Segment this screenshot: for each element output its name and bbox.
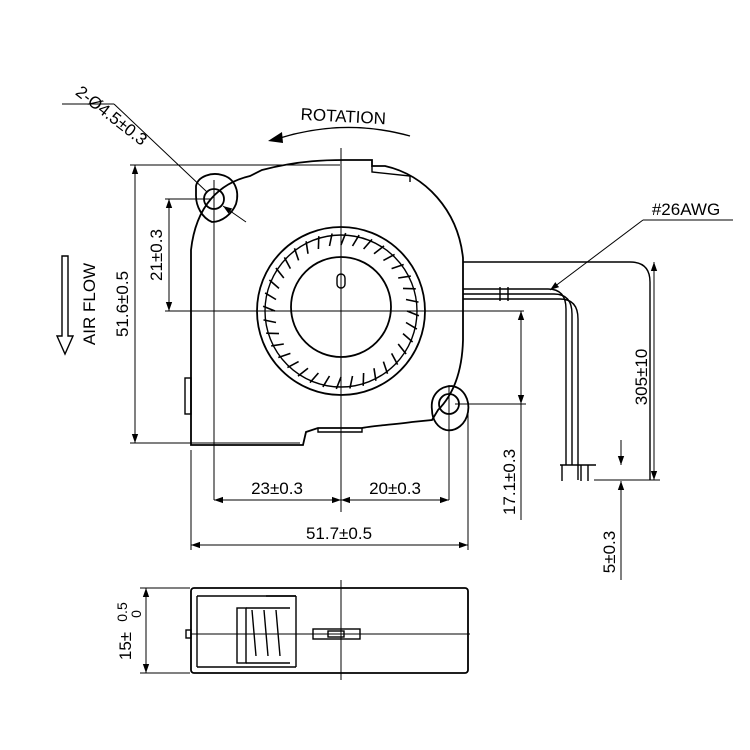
wire-gauge-callout: #26AWG: [549, 200, 733, 291]
impeller-blade: [340, 232, 347, 246]
impeller-blade: [297, 367, 309, 377]
dim-hole-left-text: 23±0.3: [251, 479, 303, 498]
impeller-blade: [268, 279, 280, 290]
dim-height-total-text: 51.6±0.5: [113, 271, 132, 337]
impeller-blade: [398, 275, 411, 279]
impeller-blade: [349, 375, 354, 389]
dim-strip-length-text: 5±0.3: [600, 531, 619, 573]
impeller-blade: [405, 298, 419, 303]
impeller-blade: [351, 234, 360, 247]
impeller-blade: [383, 253, 395, 262]
impeller-blade: [283, 257, 292, 269]
dim-hole-to-bottom: 17.1±0.3: [455, 311, 526, 520]
impeller-blade: [275, 267, 285, 279]
impeller-blade: [293, 248, 300, 261]
impeller-blade: [373, 368, 377, 381]
impeller-blade: [405, 321, 418, 330]
impeller-blade: [262, 305, 276, 312]
hole-callout-text: 2-Ø4.5±0.3: [72, 82, 151, 149]
dim-hole-vertical-text: 21±0.3: [147, 229, 166, 281]
hole-callout: 2-Ø4.5±0.3: [62, 82, 247, 223]
dim-hole-to-bottom-text: 17.1±0.3: [500, 449, 519, 515]
wire-gauge-label: #26AWG: [652, 200, 720, 219]
impeller-blade: [382, 361, 389, 374]
wire-lead: [463, 261, 651, 481]
dim-thickness-tol-upper: 0.5: [114, 602, 130, 622]
impeller-blade: [271, 343, 284, 347]
impeller-blade: [406, 310, 420, 317]
dim-lead-length: 305±10: [594, 262, 660, 481]
impeller-blade: [263, 319, 277, 324]
impeller-blade: [278, 352, 291, 359]
rotation-indicator: ROTATION: [268, 105, 411, 143]
impeller-blade: [397, 343, 407, 355]
impeller-blade: [309, 372, 320, 384]
impeller-blade: [362, 238, 373, 250]
rotation-arrow-icon: [268, 132, 283, 143]
impeller-blade: [322, 375, 331, 388]
dim-hole-right-text: 20±0.3: [369, 479, 421, 498]
dim-width-total-text: 51.7±0.5: [306, 524, 372, 543]
air-flow-label: AIR FLOW: [80, 263, 99, 345]
impeller-blade: [402, 332, 414, 343]
dim-thickness-tol-lower: 0: [128, 610, 144, 618]
side-view: 15± 0.5 0: [114, 580, 470, 680]
dim-lead-length-text: 305±10: [632, 349, 651, 406]
dim-strip-length: 5±0.3: [600, 440, 625, 580]
fan-housing: [184, 159, 470, 446]
air-flow-arrow-icon: [55, 255, 75, 356]
impeller-blade: [391, 263, 404, 270]
impeller-blade: [328, 233, 333, 247]
dim-hole-vertical: 21±0.3: [147, 198, 210, 312]
dim-hole-offsets: 23±0.3 20±0.3: [214, 479, 449, 504]
impeller-blade: [305, 241, 309, 254]
dim-thickness-text: 15±: [116, 632, 135, 660]
rotation-label: ROTATION: [300, 105, 386, 128]
impeller-blade: [264, 292, 277, 301]
air-flow-indicator: AIR FLOW: [55, 255, 99, 356]
dim-width-total: 51.7±0.5: [190, 412, 469, 550]
dim-height-total: 51.6±0.5: [113, 164, 340, 444]
impeller-blade: [373, 245, 385, 255]
centre-lines: [184, 148, 524, 512]
impeller-blade: [335, 376, 342, 390]
impeller-blade: [287, 360, 299, 369]
impeller-blade: [390, 353, 399, 365]
